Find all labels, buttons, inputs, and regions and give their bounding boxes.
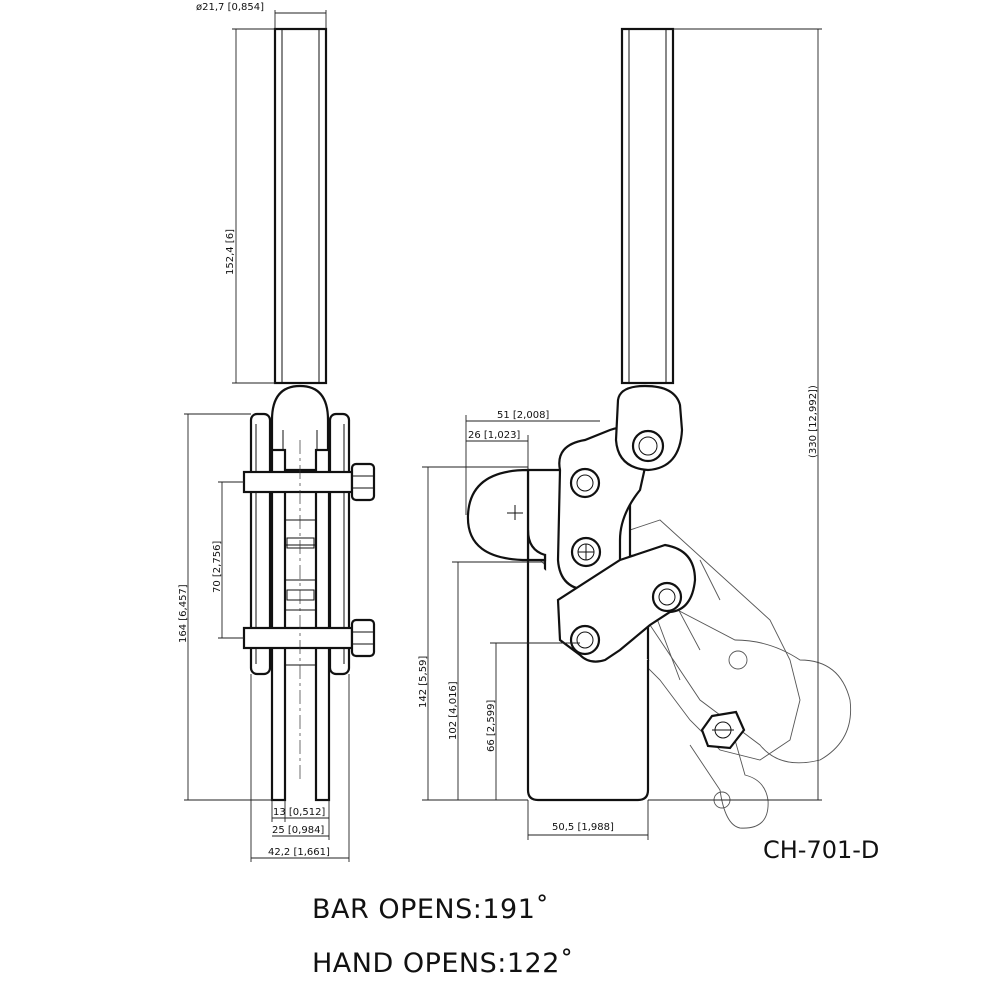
side-view <box>466 27 852 829</box>
dim-50: 50,5 [1,988] <box>552 822 614 833</box>
side-dimensions: (330 [12,992]) 51 [2,008] 26 [1,023] 142… <box>418 28 822 840</box>
hand-opens-note: HAND OPENS:122˚ <box>312 948 574 979</box>
dim-102: 102 [4,016] <box>448 681 459 740</box>
side-clamp-jaw <box>466 468 530 562</box>
model-number: CH-701-D <box>763 836 879 864</box>
front-lower-bolt <box>242 626 354 650</box>
side-handle-bar <box>620 27 675 385</box>
front-dimensions: ø21,7 [0,854] 152,4 [6] 164 [6,457] 70 [… <box>178 2 350 862</box>
front-leg-right <box>314 448 331 802</box>
front-upper-bolt <box>242 470 354 494</box>
dim-51: 51 [2,008] <box>497 410 549 421</box>
front-leg-left <box>270 448 287 802</box>
dim-13: 13 [0,512] <box>273 807 325 818</box>
dim-66: 66 [2,599] <box>486 700 497 752</box>
pivot-pins <box>569 429 683 656</box>
dim-diameter: ø21,7 [0,854] <box>196 2 264 13</box>
front-lower-nut <box>350 618 376 658</box>
front-view <box>242 27 376 802</box>
dim-26: 26 [1,023] <box>468 430 520 441</box>
front-upper-nut <box>350 462 376 502</box>
dim-70: 70 [2,756] <box>212 541 223 593</box>
dim-total-height: (330 [12,992]) <box>808 385 819 458</box>
dim-handle-length: 152,4 [6] <box>225 229 236 275</box>
dim-142: 142 [5,59] <box>418 656 429 708</box>
bar-opens-note: BAR OPENS:191˚ <box>312 894 549 925</box>
open-position-ghost <box>539 519 852 829</box>
dim-164: 164 [6,457] <box>178 584 189 643</box>
dim-42: 42,2 [1,661] <box>268 847 330 858</box>
dim-25: 25 [0,984] <box>272 825 324 836</box>
front-handle-bar <box>273 27 328 385</box>
